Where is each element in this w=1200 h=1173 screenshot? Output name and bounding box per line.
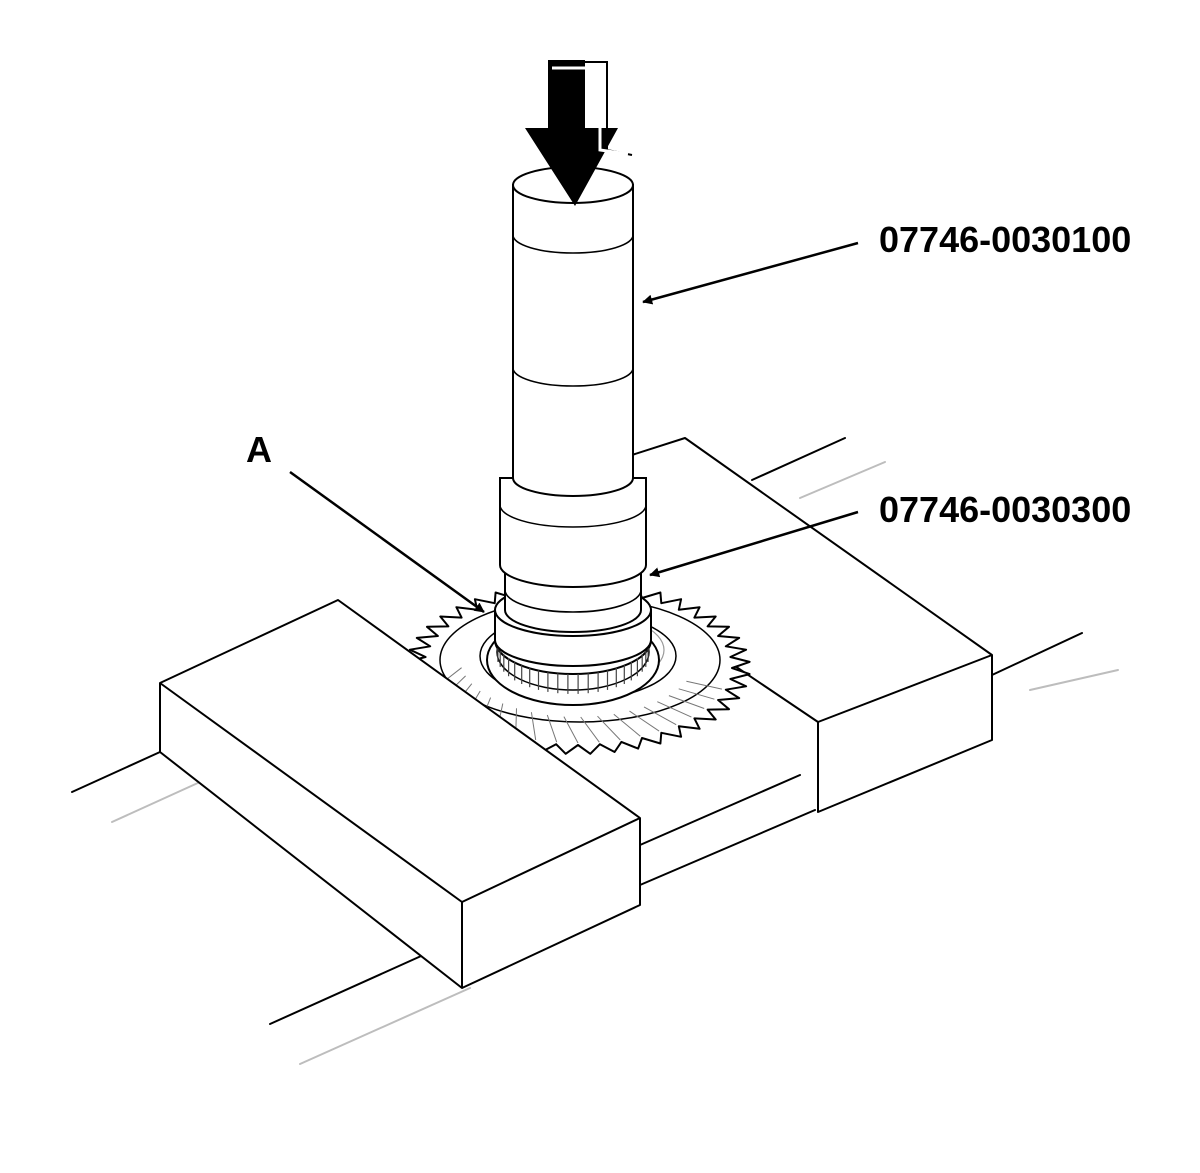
gear-helix-line	[597, 715, 621, 741]
callout-label-driver: 07746-0030100	[879, 219, 1132, 260]
gear-helix-line	[563, 716, 579, 744]
gear-helix-line	[678, 688, 715, 700]
driver-tool	[499, 166, 647, 588]
callout-label-attachment: 07746-0030300	[879, 489, 1132, 530]
support-block-front	[159, 599, 641, 989]
leader-lines	[289, 241, 859, 614]
bench-rails	[71, 437, 1119, 1065]
gear-helix-line	[530, 712, 537, 741]
gear-helix-line	[580, 716, 600, 743]
gear-helix-line	[546, 714, 558, 743]
gear-helix-line	[643, 706, 677, 726]
leader-driver	[642, 241, 859, 305]
attachment-tool	[494, 564, 652, 667]
press-force-arrow	[525, 60, 633, 206]
leader-attachment	[649, 510, 859, 578]
callout-label-a: A	[246, 429, 272, 470]
gear-helix-line	[668, 695, 705, 709]
gear-helix-line	[629, 710, 660, 732]
gear-helix-line	[686, 680, 723, 690]
gear-helix-line	[657, 701, 692, 718]
leader-a	[289, 470, 485, 614]
gear-helix-line	[613, 713, 641, 737]
